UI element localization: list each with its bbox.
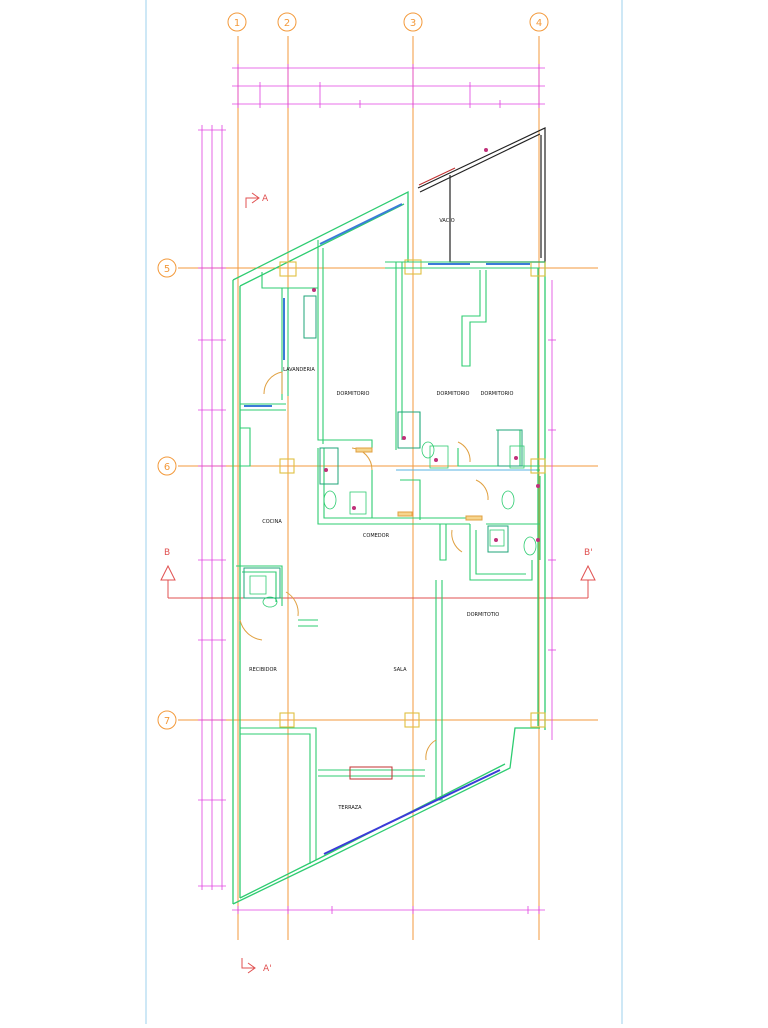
washbasin-4: [489, 529, 505, 547]
windows: [244, 203, 536, 855]
washbasin-1: [349, 491, 367, 515]
row-axes: [178, 267, 598, 721]
door-dormitorio-2[interactable]: [457, 441, 471, 463]
room-label-terraza: TERRAZA: [337, 805, 362, 811]
section-label-b-left: B: [164, 548, 170, 558]
axis-label-1: 1: [234, 18, 240, 29]
section-label-a-top: A: [262, 194, 269, 204]
axis-label-2: 2: [284, 18, 290, 29]
section-label-b-right: B': [584, 548, 593, 558]
washbasin-2: [429, 445, 449, 469]
room-label-dormitotio: DORMITOTIO: [467, 612, 500, 618]
door-bath-2[interactable]: [475, 479, 489, 501]
exterior-walls: [232, 190, 546, 905]
axis-bubble-5[interactable]: [157, 258, 177, 278]
toilet-2: [421, 441, 435, 459]
dimension-lines: [201, 67, 553, 911]
room-label-comedor: COMEDOR: [363, 533, 390, 539]
wall-south-diagonal: [232, 727, 540, 905]
dimension-ticks: [198, 64, 556, 914]
doors: [239, 371, 489, 761]
door-terraza[interactable]: [425, 739, 437, 761]
row-markers: 5 6 7: [157, 258, 177, 730]
door-dormitorio-1[interactable]: [351, 447, 373, 471]
column-axes: [237, 36, 540, 940]
section-markers: [160, 192, 596, 974]
axis-label-3: 3: [410, 18, 416, 29]
wall-north-diagonal: [232, 190, 409, 281]
room-label-vacio: VACIO: [439, 218, 454, 224]
room-labels: VACIO LAVANDERIA DORMITORIO DORMITORIO D…: [249, 218, 513, 811]
room-label-dormitorio-2: DORMITORIO: [437, 391, 470, 397]
room-label-dormitorio-3: DORMITORIO: [481, 391, 514, 397]
sanitary-fixtures: [249, 441, 537, 608]
room-label-cocina: COCINA: [262, 519, 282, 525]
section-b-right-arrow: [580, 564, 596, 581]
door-cocina[interactable]: [285, 591, 299, 617]
window-frames: [349, 167, 456, 780]
axis-bubble-1[interactable]: [227, 12, 247, 32]
room-label-recibidor: RECIBIDOR: [249, 667, 277, 673]
axis-bubble-6[interactable]: [157, 456, 177, 476]
door-dormitotio[interactable]: [451, 529, 463, 553]
axis-bubble-2[interactable]: [277, 12, 297, 32]
section-a-top-mark: [245, 197, 258, 208]
toilet-4: [523, 536, 537, 556]
axis-bubble-3[interactable]: [403, 12, 423, 32]
axis-label-6: 6: [164, 462, 170, 473]
axis-label-4: 4: [536, 18, 542, 29]
fixture-fittings: [312, 148, 540, 542]
section-label-a-bottom: A': [263, 964, 272, 974]
laundry-basin: [262, 596, 278, 608]
void-glazing: [417, 127, 546, 263]
interior-walls: [236, 240, 546, 864]
room-label-lavanderia: LAVANDERIA: [283, 367, 315, 373]
section-a-bottom-mark: [241, 958, 254, 969]
toilet-3: [501, 490, 515, 510]
axis-bubble-4[interactable]: [529, 12, 549, 32]
column-markers: 1 2 3 4: [227, 12, 549, 32]
axis-label-7: 7: [164, 716, 170, 727]
axis-label-5: 5: [164, 264, 170, 275]
room-label-dormitorio-1: DORMITORIO: [337, 391, 370, 397]
washbasin-3: [509, 445, 525, 469]
door-lavanderia[interactable]: [263, 371, 283, 395]
kitchen-sink: [249, 575, 267, 595]
toilet-1: [323, 490, 337, 510]
wall-accents: [243, 295, 523, 599]
door-recibidor[interactable]: [239, 619, 263, 641]
section-b-left-arrow: [160, 564, 176, 581]
room-label-sala: SALA: [393, 667, 407, 673]
axis-bubble-7[interactable]: [157, 710, 177, 730]
